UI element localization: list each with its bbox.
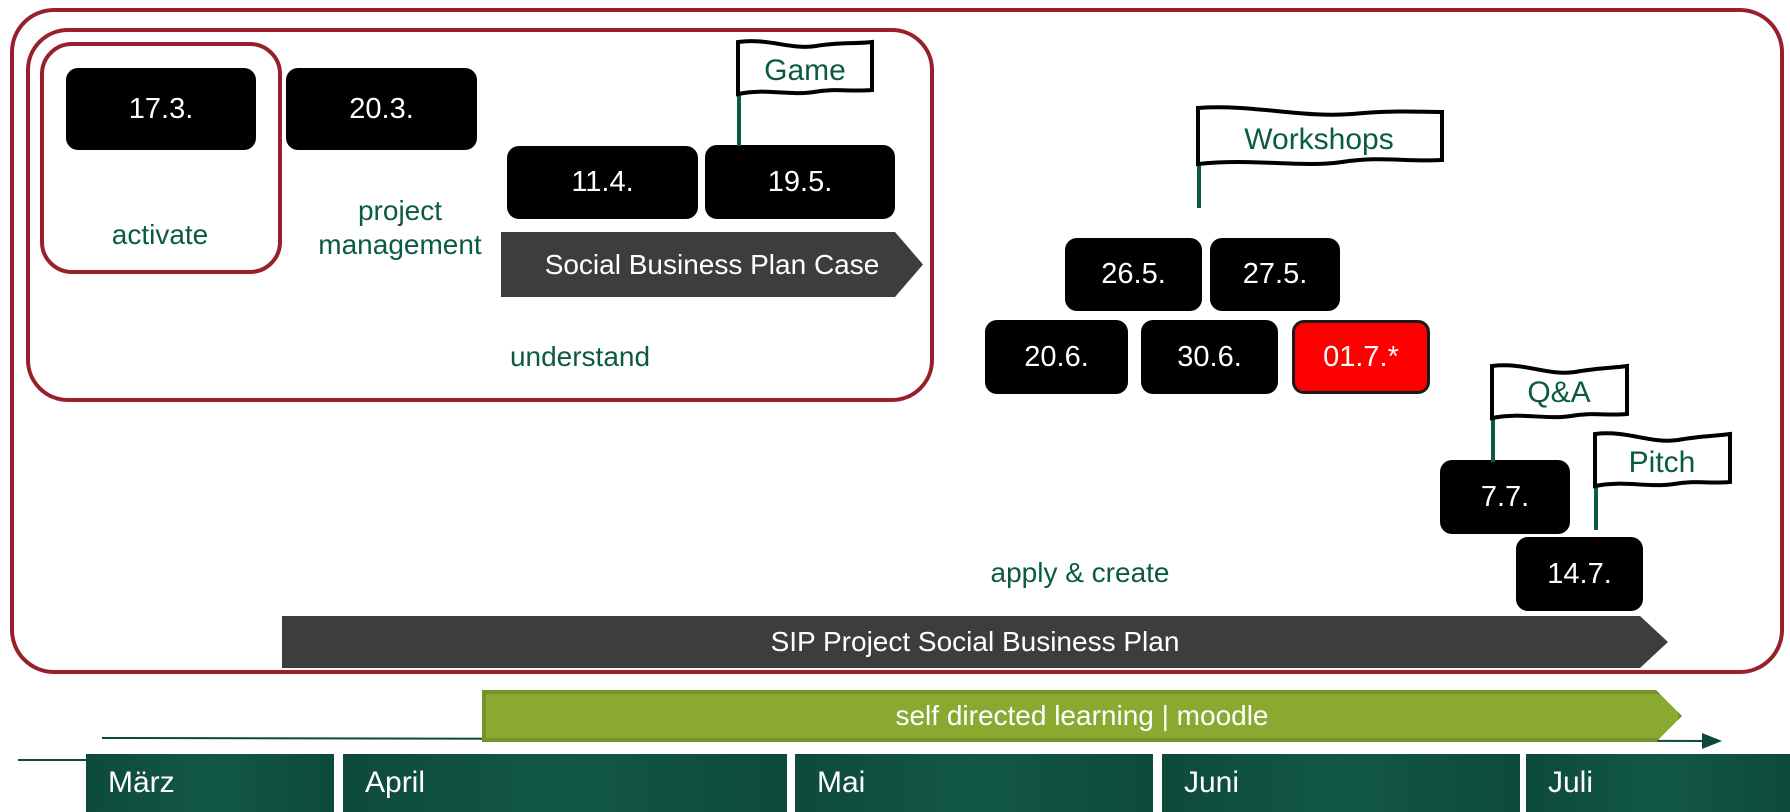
flag-banner-icon (1593, 431, 1732, 489)
flag-qa-label: Q&A (1527, 376, 1590, 409)
project-management-label-line1: project (357, 195, 443, 226)
month-mai: Mai (795, 754, 1153, 812)
date-box-30-6: 30.6. (1141, 320, 1278, 394)
date-box-27-5: 27.5. (1210, 238, 1340, 311)
sip-project-bar: SIP Project Social Business Plan (282, 616, 1668, 668)
flag-banner-icon (1490, 363, 1629, 421)
flag-game-label: Game (764, 54, 846, 87)
flag-pitch: Pitch (1593, 431, 1732, 530)
month-juli: Juli (1526, 754, 1790, 812)
flag-qa: Q&A (1490, 363, 1629, 462)
project-management-label: project management (305, 194, 495, 262)
timeline-arrowhead-icon (1702, 733, 1722, 749)
apply-create-label: apply & create (990, 557, 1170, 588)
understand-phase-frame (26, 28, 934, 402)
flag-workshops: Workshops (1196, 105, 1444, 208)
apply-create-phase-frame (10, 8, 1784, 674)
social-business-plan-case-bar: Social Business Plan Case (501, 232, 923, 297)
understand-label: understand (509, 341, 651, 372)
project-management-label-line2: management (318, 229, 482, 260)
date-box-26-5: 26.5. (1065, 238, 1202, 311)
activate-phase-frame (40, 42, 282, 274)
date-box-14-7: 14.7. (1516, 537, 1643, 611)
date-box-19-5: 19.5. (705, 145, 895, 219)
activate-label: activate (111, 219, 209, 250)
month-juni: Juni (1162, 754, 1520, 812)
self-directed-learning-bar: self directed learning | moodle (482, 690, 1682, 742)
date-box-01-7-highlighted: 01.7.* (1292, 320, 1430, 394)
flag-workshops-label: Workshops (1244, 123, 1394, 156)
date-box-20-6: 20.6. (985, 320, 1128, 394)
flag-banner-icon (736, 39, 874, 97)
date-box-20-3: 20.3. (286, 68, 477, 150)
flag-game: Game (736, 39, 874, 146)
month-maerz: März (86, 754, 334, 812)
date-box-11-4: 11.4. (507, 146, 698, 219)
flag-pitch-label: Pitch (1629, 446, 1696, 479)
flag-banner-icon (1196, 105, 1444, 167)
date-box-17-3: 17.3. (66, 68, 256, 150)
month-april: April (343, 754, 787, 812)
date-box-7-7: 7.7. (1440, 460, 1570, 534)
